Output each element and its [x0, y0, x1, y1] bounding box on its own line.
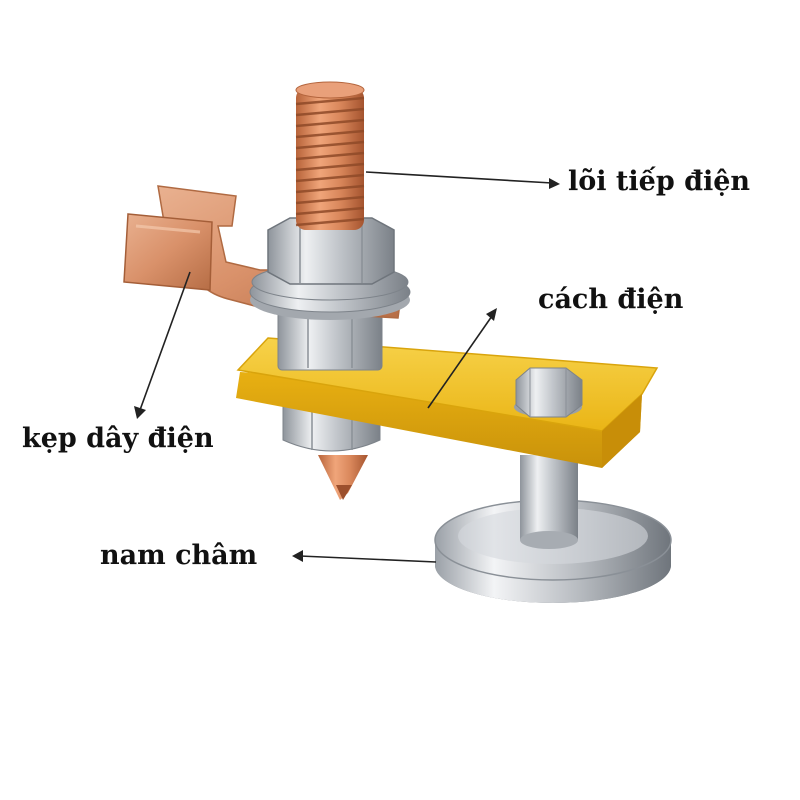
label-wire-clip: kẹp dây điện: [22, 423, 214, 454]
label-core: lõi tiếp điện: [568, 166, 751, 197]
label-magnet: nam châm: [100, 540, 258, 571]
copper-tip: [318, 455, 368, 500]
label-insulation: cách điện: [538, 284, 684, 315]
middle-nut: [277, 307, 383, 371]
bar-bolt: [514, 367, 583, 418]
magnet-base: [434, 499, 672, 603]
leader-line-magnet: [292, 550, 437, 563]
leader-line-insulation: [427, 308, 497, 409]
steel-post: [520, 455, 578, 549]
leader-line-core: [365, 171, 560, 189]
copper-rod: [295, 81, 365, 230]
leader-line-clip: [134, 271, 191, 419]
